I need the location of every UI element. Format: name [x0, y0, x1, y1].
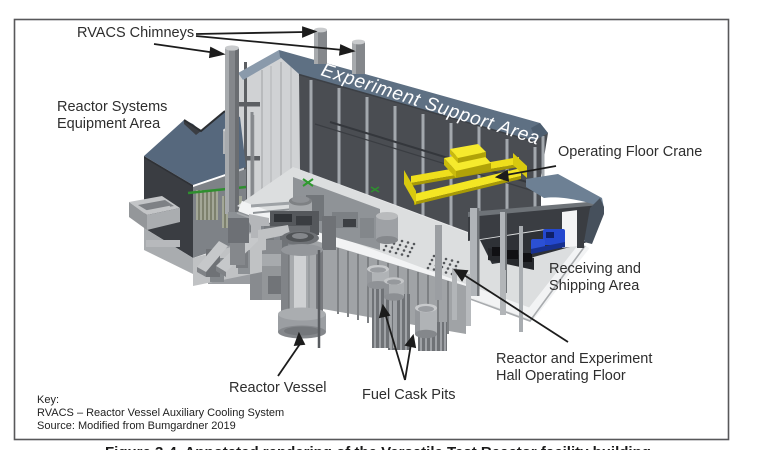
svg-text:Figure 3-4. Annotated renderin: Figure 3-4. Annotated rendering of the V…	[105, 444, 651, 450]
